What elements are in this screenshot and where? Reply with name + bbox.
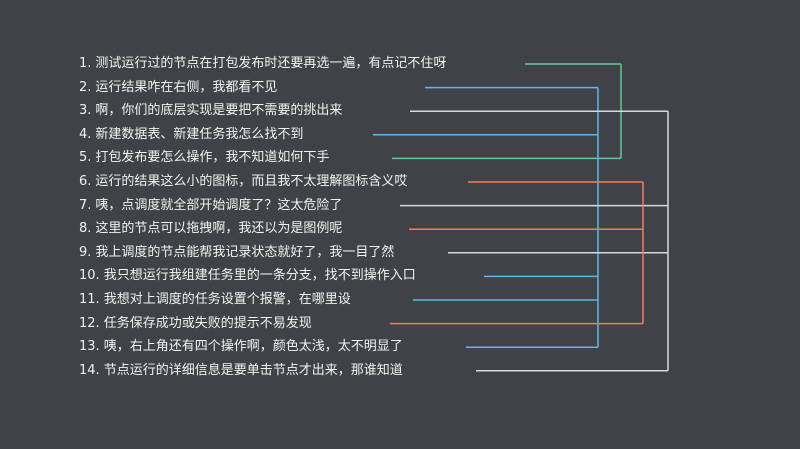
feedback-item-text: 新建数据表、新建任务我怎么找不到 [95,126,304,142]
feedback-item-text: 我上调度的节点能帮我记录状态就好了，我一目了然 [95,244,395,260]
feedback-item-text: 运行的结果这么小的图标，而且我不太理解图标含义哎 [95,174,408,189]
feedback-item-text: 我想对上调度的任务设置个报警，在哪里设 [103,292,351,307]
feedback-item: 5.打包发布要怎么操作，我不知道如何下手 [79,147,329,169]
feedback-item-number: 3. [79,103,92,119]
feedback-item-text: 节点运行的详细信息是要单击节点才出来，那谁知道 [103,362,403,378]
feedback-item: 11.我想对上调度的任务设置个报警，在哪里设 [79,289,351,311]
feedback-item-text: 咦，点调度就全部开始调度了？这太危险了 [95,197,343,213]
feedback-item-number: 14. [79,362,100,378]
feedback-item-text: 咦，右上角还有四个操作啊，颜色太浅，太不明显了 [103,339,403,355]
feedback-item-text: 测试运行过的节点在打包发布时还要再选一遍，有点记不住呀 [95,56,447,71]
feedback-item-text: 这里的节点可以拖拽啊，我还以为是图例呢 [95,221,343,237]
feedback-item-number: 11. [79,292,100,307]
feedback-item-number: 1. [79,56,92,71]
feedback-item-number: 6. [79,174,92,189]
feedback-item-number: 5. [79,150,92,166]
feedback-item: 14.节点运行的详细信息是要单击节点才出来，那谁知道 [79,360,403,382]
feedback-item: 9.我上调度的节点能帮我记录状态就好了，我一目了然 [79,242,394,264]
feedback-item-text: 任务保存成功或失败的提示不易发现 [103,315,312,331]
feedback-item-number: 12. [79,315,100,331]
feedback-item: 8.这里的节点可以拖拽啊，我还以为是图例呢 [79,218,342,240]
feedback-item: 10.我只想运行我组建任务里的一条分支，找不到操作入口 [79,265,416,287]
feedback-item: 13.咦，右上角还有四个操作啊，颜色太浅，太不明显了 [79,336,403,358]
feedback-item-number: 2. [79,79,92,95]
feedback-item: 2.运行结果咋在右侧，我都看不见 [79,77,277,99]
feedback-item: 12.任务保存成功或失败的提示不易发现 [79,313,312,335]
feedback-item-text: 啊，你们的底层实现是要把不需要的挑出来 [95,103,343,119]
feedback-item-number: 13. [79,339,100,355]
feedback-item-number: 4. [79,126,92,142]
feedback-item-number: 9. [79,244,92,260]
feedback-item: 7.咦，点调度就全部开始调度了？这太危险了 [79,195,342,217]
feedback-item: 1.测试运行过的节点在打包发布时还要再选一遍，有点记不住呀 [79,53,446,75]
feedback-item: 3.啊，你们的底层实现是要把不需要的挑出来 [79,100,342,122]
feedback-item: 6.运行的结果这么小的图标，而且我不太理解图标含义哎 [79,171,407,193]
feedback-item-text: 运行结果咋在右侧，我都看不见 [95,79,278,95]
feedback-item-number: 7. [79,197,92,213]
feedback-item-number: 10. [79,268,100,284]
feedback-item-text: 打包发布要怎么操作，我不知道如何下手 [95,150,330,166]
feedback-item-text: 我只想运行我组建任务里的一条分支，找不到操作入口 [103,268,416,284]
feedback-item-number: 8. [79,221,92,237]
feedback-item: 4.新建数据表、新建任务我怎么找不到 [79,124,303,146]
